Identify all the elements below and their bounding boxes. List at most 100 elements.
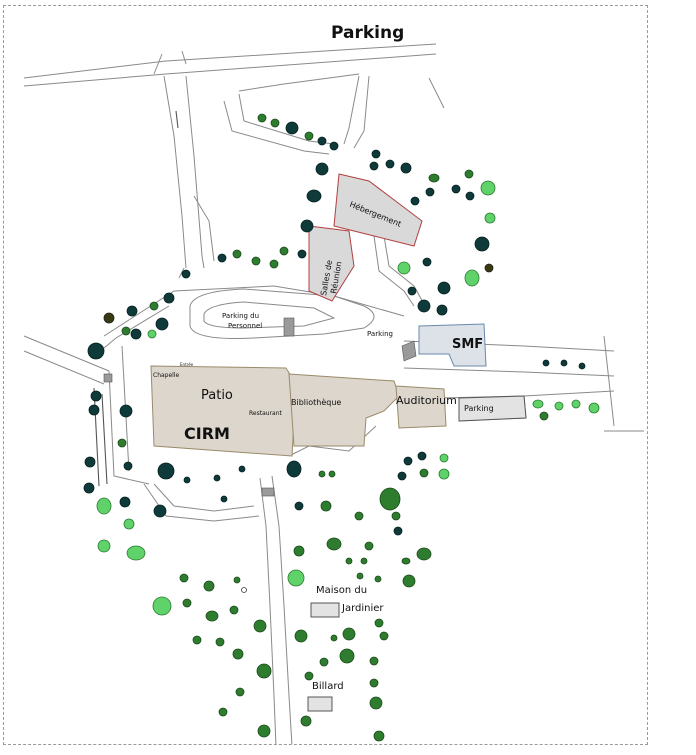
tree xyxy=(379,631,389,641)
tree xyxy=(385,159,395,169)
tree xyxy=(407,286,417,296)
tree xyxy=(256,663,272,679)
tree xyxy=(588,402,600,414)
tree xyxy=(163,292,175,304)
tree xyxy=(293,545,305,557)
tree xyxy=(379,487,401,511)
tree xyxy=(360,557,368,565)
tree xyxy=(554,401,564,411)
tree xyxy=(328,470,336,478)
maison-label-2: Jardinier xyxy=(341,603,384,614)
tree xyxy=(369,161,379,171)
tree xyxy=(183,476,191,484)
tree xyxy=(391,511,401,521)
tree xyxy=(339,648,355,664)
tree xyxy=(130,328,142,340)
hebergement-building xyxy=(333,173,423,247)
map-labels: Parking Hébergement Salles de Réunion Pa… xyxy=(153,23,494,692)
tree xyxy=(232,249,242,259)
tree xyxy=(304,131,314,141)
tree xyxy=(213,474,221,482)
maison-label-1: Maison du xyxy=(316,585,367,596)
tree xyxy=(218,707,228,717)
tree xyxy=(578,362,586,370)
tree xyxy=(294,501,304,511)
tree xyxy=(147,329,157,339)
tree xyxy=(300,715,312,727)
tree xyxy=(270,118,280,128)
tree xyxy=(149,301,159,311)
tree xyxy=(539,411,549,421)
tree xyxy=(123,461,133,471)
tree xyxy=(126,305,138,317)
tree xyxy=(96,497,112,515)
tree xyxy=(437,281,451,295)
tree xyxy=(294,629,308,643)
tree xyxy=(235,687,245,697)
bibliotheque-building xyxy=(288,373,400,447)
tree xyxy=(369,656,379,666)
tree xyxy=(571,399,581,409)
tree xyxy=(88,404,100,416)
tree xyxy=(233,576,241,584)
tree xyxy=(269,259,279,269)
tree xyxy=(315,162,329,176)
tree xyxy=(422,257,432,267)
tree xyxy=(103,312,115,324)
tree xyxy=(326,537,342,551)
billard-building xyxy=(307,696,333,712)
entree-label: Entrée xyxy=(180,362,194,367)
tree xyxy=(465,191,475,201)
tree xyxy=(119,404,133,418)
auditorium-building xyxy=(395,385,447,429)
tree xyxy=(542,359,550,367)
tree xyxy=(157,462,175,480)
tree xyxy=(320,500,332,512)
smf-label: SMF xyxy=(452,337,483,352)
tree xyxy=(373,730,385,742)
tree xyxy=(364,541,374,551)
tree xyxy=(417,299,431,313)
tree xyxy=(397,471,407,481)
tree xyxy=(90,390,102,402)
tree xyxy=(238,465,246,473)
tree xyxy=(403,456,413,466)
tree xyxy=(220,495,228,503)
tree xyxy=(205,610,219,622)
tree xyxy=(425,187,435,197)
tree xyxy=(121,326,131,336)
tree xyxy=(123,518,135,530)
tree xyxy=(402,574,416,588)
tree xyxy=(217,253,227,263)
tree xyxy=(83,482,95,494)
tree xyxy=(318,470,326,478)
maison-du-jardinier-building xyxy=(310,602,340,618)
tree xyxy=(251,256,261,266)
tree xyxy=(397,261,411,275)
tree xyxy=(257,724,271,738)
tree xyxy=(532,399,544,409)
tree xyxy=(484,212,496,224)
trees xyxy=(83,113,600,742)
tree xyxy=(330,634,338,642)
auditorium-label: Auditorium xyxy=(396,394,457,407)
tree xyxy=(417,451,427,461)
tree xyxy=(87,342,105,360)
tree xyxy=(215,637,225,647)
tree xyxy=(560,359,568,367)
bibliotheque-label: Bibliothèque xyxy=(291,397,341,407)
tree xyxy=(410,196,420,206)
buildings xyxy=(103,173,527,712)
tree xyxy=(279,246,289,256)
tree xyxy=(229,605,239,615)
restaurant-label: Restaurant xyxy=(249,410,282,417)
parking-personnel-label-1: Parking du xyxy=(222,312,259,320)
stair-hatch-1 xyxy=(283,317,295,337)
chapelle-label: Chapelle xyxy=(153,372,180,379)
tree xyxy=(297,249,307,259)
tree xyxy=(192,635,202,645)
tree xyxy=(179,573,189,583)
tree xyxy=(416,547,432,561)
tree xyxy=(419,468,429,478)
tree xyxy=(474,236,490,252)
